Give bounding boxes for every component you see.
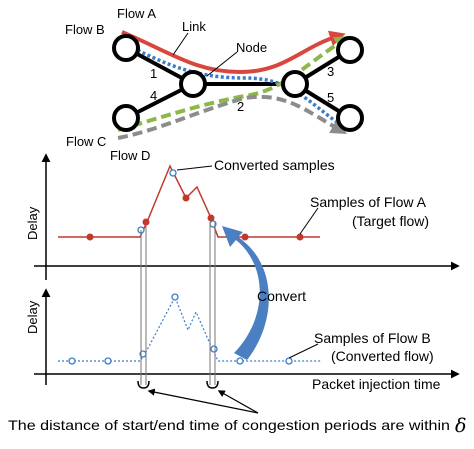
samples-b-label-line1: Samples of Flow B bbox=[314, 330, 431, 346]
samples-a-leader bbox=[299, 207, 319, 235]
flow-d-label: Flow D bbox=[110, 148, 150, 163]
flow-a-sample bbox=[207, 214, 215, 222]
converted-samples-label: Converted samples bbox=[214, 157, 335, 173]
converted-samples-leader bbox=[176, 165, 213, 171]
node-right-top bbox=[336, 36, 364, 64]
plot-flow-b: Delay Samples of Flow B (Converted flow)… bbox=[25, 288, 460, 392]
plot-flow-a: Delay Converted samples Samples of Flow … bbox=[25, 153, 460, 280]
converted-sample bbox=[169, 169, 177, 177]
flow-b-sample bbox=[68, 357, 76, 365]
caption-text: The distance of start/end time of conges… bbox=[8, 417, 450, 433]
link-number-2: 2 bbox=[237, 99, 244, 114]
flow-a-sample bbox=[241, 233, 249, 241]
plot-a-y-label: Delay bbox=[25, 206, 40, 240]
node-label: Node bbox=[236, 40, 267, 55]
x-axis-label: Packet injection time bbox=[312, 376, 441, 392]
flow-c-path bbox=[117, 35, 351, 132]
flow-b-sample bbox=[171, 293, 179, 301]
flow-a-sample bbox=[296, 233, 304, 241]
convert-arrow bbox=[222, 226, 269, 360]
caption-pointer-end bbox=[217, 390, 259, 414]
flow-b-series-line bbox=[58, 295, 322, 362]
samples-a-label-line1: Samples of Flow A bbox=[310, 194, 427, 210]
end-bracket bbox=[206, 380, 219, 389]
samples-a-label-line2: (Target flow) bbox=[352, 213, 429, 229]
node-center-right bbox=[281, 70, 309, 98]
flow-a-path bbox=[121, 30, 346, 75]
link-number-4: 4 bbox=[150, 88, 157, 103]
network-diagram: Flow A Flow B Link Node Flow C Flow D 1 … bbox=[65, 6, 364, 163]
link-label: Link bbox=[182, 19, 206, 34]
flow-b-sample bbox=[285, 357, 293, 365]
node-leader-line bbox=[206, 51, 238, 77]
flow-b-label: Flow B bbox=[65, 22, 105, 37]
plot-b-y-label: Delay bbox=[25, 300, 40, 334]
flow-d-path bbox=[117, 94, 347, 140]
flow-b-sample bbox=[104, 357, 112, 365]
samples-b-label-line2: (Converted flow) bbox=[331, 348, 434, 364]
flow-a-sample bbox=[182, 194, 190, 202]
node-left-top bbox=[112, 34, 140, 62]
delta-symbol: δ bbox=[455, 415, 466, 437]
flow-c-label: Flow C bbox=[66, 134, 106, 149]
flow-b-sample bbox=[210, 345, 218, 353]
start-bracket bbox=[137, 380, 150, 389]
flow-a-series-line bbox=[58, 164, 320, 238]
flow-b-sample bbox=[236, 357, 244, 365]
flow-b-path bbox=[117, 38, 348, 131]
link-number-1: 1 bbox=[150, 66, 157, 81]
node-center-left bbox=[179, 70, 207, 98]
link-leader-line bbox=[172, 32, 189, 56]
samples-b-leader bbox=[288, 343, 319, 359]
link-number-5: 5 bbox=[327, 90, 334, 105]
convert-label: Convert bbox=[257, 288, 306, 304]
flow-a-sample bbox=[86, 233, 94, 241]
flow-a-sample bbox=[142, 218, 150, 226]
node-right-bottom bbox=[336, 104, 364, 132]
flow-a-label: Flow A bbox=[117, 6, 156, 21]
link-number-3: 3 bbox=[327, 64, 334, 79]
node-left-bottom bbox=[112, 104, 140, 132]
caption-pointer-start bbox=[147, 388, 259, 414]
